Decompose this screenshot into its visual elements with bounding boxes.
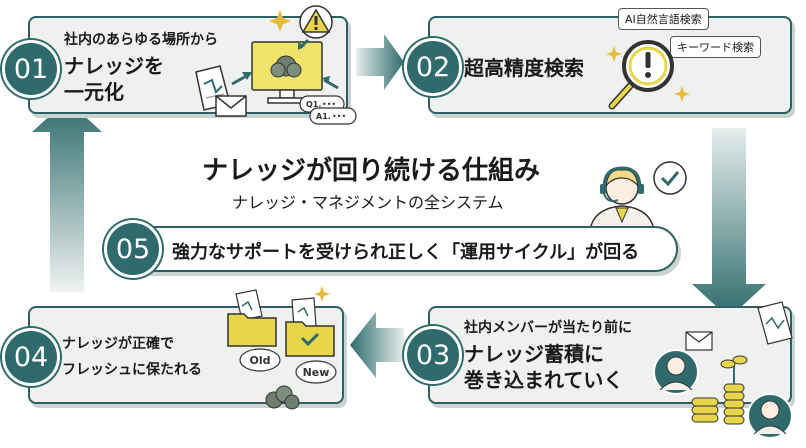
step-03-line2: ナレッジ蓄積に xyxy=(464,342,604,366)
svg-text:Q1.: Q1. xyxy=(306,100,321,109)
step-badge-04: 04 xyxy=(2,328,60,386)
old-bubble-icon: Old xyxy=(239,348,281,372)
centralize-illustration: Q1. ••• A1. ••• xyxy=(195,5,357,125)
step-01-line2: ナレッジを xyxy=(64,54,164,78)
step-01-line1: 社内のあらゆる場所から xyxy=(64,32,218,48)
sprout-icon xyxy=(720,355,748,384)
team-growth-illustration xyxy=(653,301,793,439)
support-person-illustration xyxy=(589,161,687,231)
step-badge-01: 01 xyxy=(2,40,60,98)
new-folder-icon xyxy=(285,297,335,357)
member-avatar-icon xyxy=(747,393,793,439)
sparkle-icon xyxy=(606,46,690,102)
step-badge-02: 02 xyxy=(404,38,462,96)
step-badge-05: 05 xyxy=(104,220,162,278)
operator-icon xyxy=(589,166,655,231)
diagram-subtitle: ナレッジ・マネジメントの全システム xyxy=(232,193,504,212)
step-badge-03: 03 xyxy=(404,326,462,384)
step-03-line3: 巻き込まれていく xyxy=(464,368,624,392)
qa-chat-icon: Q1. ••• A1. ••• xyxy=(299,95,357,125)
diagram-title: ナレッジが回り続ける仕組み xyxy=(202,156,541,186)
monitor-icon xyxy=(251,41,323,104)
coin-stack-icon xyxy=(691,383,745,425)
step-02-line1: 超高精度検索 xyxy=(464,56,584,80)
mail-icon xyxy=(685,331,713,351)
search-illustration xyxy=(606,40,690,110)
fresh-folders-illustration: Old New xyxy=(227,286,337,410)
step-card-05 xyxy=(108,226,678,272)
step-01-line3: 一元化 xyxy=(64,80,124,104)
arrow-down xyxy=(692,128,766,318)
svg-text:New: New xyxy=(303,366,330,379)
document-icon xyxy=(757,301,793,345)
ai-search-tag: AI自然言語検索 xyxy=(618,8,709,30)
keyword-search-tag: キーワード検索 xyxy=(670,36,761,58)
arrow-left xyxy=(350,312,404,378)
sparkle-icon xyxy=(269,10,291,32)
new-bubble-icon: New xyxy=(295,360,337,384)
svg-text:•••: ••• xyxy=(332,112,346,121)
svg-text:Old: Old xyxy=(250,354,271,367)
mail-icon xyxy=(215,95,247,117)
step-card-02 xyxy=(428,16,792,114)
step-04-line2: フレッシュに保たれる xyxy=(62,362,202,378)
step-05-line1: 強力なサポートを受けられ正しく「運用サイクル」が回る xyxy=(172,242,640,263)
inflow-arrows-icon xyxy=(231,38,339,90)
arrow-right xyxy=(356,34,404,90)
member-avatar-icon xyxy=(653,349,699,395)
old-folder-icon xyxy=(227,289,277,347)
check-bubble-icon xyxy=(653,161,687,195)
magnifier-icon xyxy=(608,40,674,110)
cloud-knowledge-icon xyxy=(265,385,300,410)
warning-icon xyxy=(299,5,333,39)
arrow-up xyxy=(32,100,102,292)
svg-text:•••: ••• xyxy=(322,100,336,109)
step-04-line1: ナレッジが正確で xyxy=(62,336,174,352)
sparkle-icon xyxy=(314,286,330,302)
svg-text:A1.: A1. xyxy=(316,112,331,121)
step-03-line1: 社内メンバーが当たり前に xyxy=(464,320,632,336)
